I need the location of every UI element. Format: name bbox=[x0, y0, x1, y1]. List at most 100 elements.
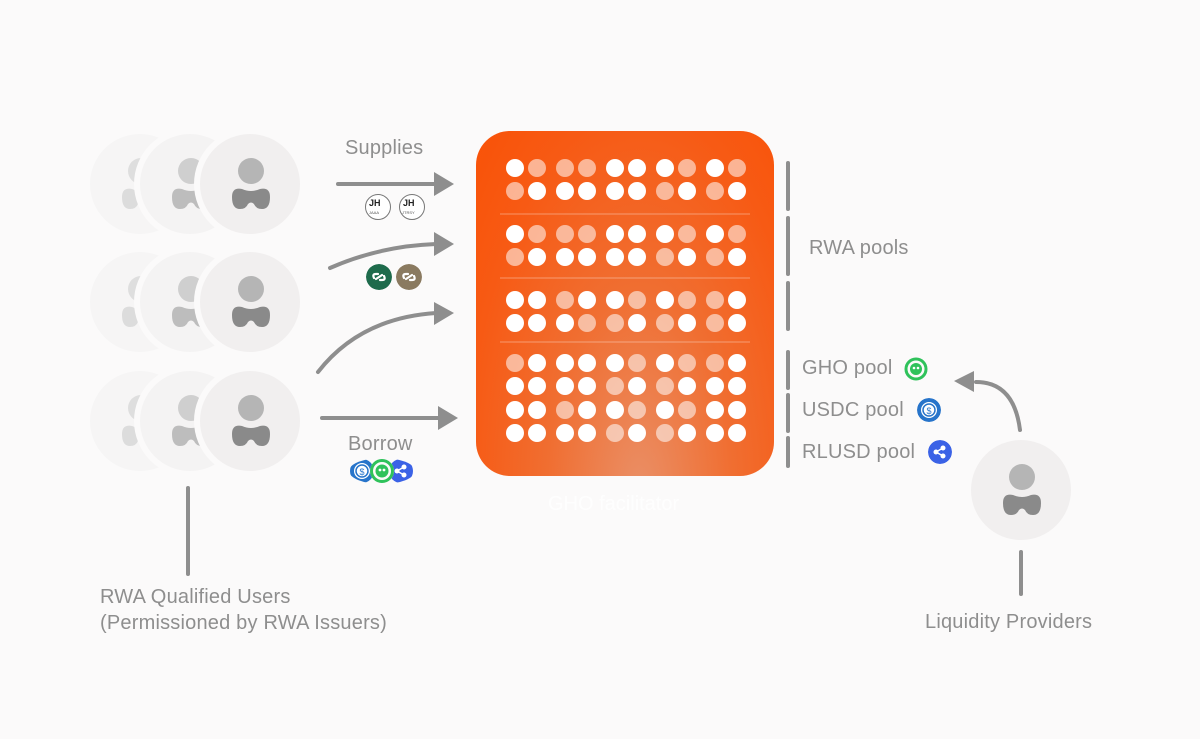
dot-filled bbox=[706, 401, 724, 419]
dot-light bbox=[628, 291, 646, 309]
dot-row bbox=[506, 424, 756, 443]
rwa-users-label-line1: RWA Qualified Users bbox=[100, 586, 291, 608]
dot-filled bbox=[556, 377, 574, 395]
dot-filled bbox=[728, 291, 746, 309]
pool-separator bbox=[500, 341, 750, 343]
dot-light bbox=[628, 354, 646, 372]
dot-filled bbox=[656, 401, 674, 419]
arrowhead-icon bbox=[434, 302, 454, 325]
dot-filled bbox=[506, 401, 524, 419]
dot-filled bbox=[656, 354, 674, 372]
dot-light bbox=[556, 159, 574, 177]
dot-light bbox=[706, 354, 724, 372]
lp-arrowhead-icon bbox=[954, 371, 974, 392]
dot-filled bbox=[628, 182, 646, 200]
pool-separator bbox=[500, 277, 750, 279]
dot-light bbox=[628, 401, 646, 419]
user-head-icon bbox=[178, 395, 204, 421]
dot-filled bbox=[528, 314, 546, 332]
dot-filled bbox=[728, 248, 746, 266]
liquidity-providers-label: Liquidity Providers bbox=[925, 611, 1093, 633]
dot-light bbox=[706, 182, 724, 200]
user-head-icon bbox=[1009, 464, 1035, 490]
dot-filled bbox=[606, 291, 624, 309]
dot-row bbox=[506, 248, 756, 267]
gho-icon bbox=[904, 357, 928, 381]
dot-light bbox=[656, 377, 674, 395]
dot-filled bbox=[606, 248, 624, 266]
dot-filled bbox=[578, 377, 596, 395]
dot-light bbox=[728, 225, 746, 243]
dot-light bbox=[578, 225, 596, 243]
dot-filled bbox=[706, 377, 724, 395]
dot-row bbox=[506, 291, 756, 310]
users-connector-line bbox=[186, 486, 190, 576]
dot-light bbox=[606, 377, 624, 395]
dot-filled bbox=[528, 291, 546, 309]
dot-filled bbox=[606, 354, 624, 372]
gho-facilitator-block bbox=[476, 131, 774, 476]
dot-filled bbox=[556, 354, 574, 372]
dot-filled bbox=[678, 424, 696, 442]
dot-light bbox=[528, 225, 546, 243]
dot-light bbox=[678, 354, 696, 372]
user-body-icon bbox=[1003, 494, 1041, 515]
rwa-pool-bar-2 bbox=[786, 216, 790, 276]
rlusd-pool-label: RLUSD pool bbox=[802, 441, 916, 463]
dot-filled bbox=[578, 401, 596, 419]
dot-light bbox=[656, 424, 674, 442]
rwa-pool-bar-3 bbox=[786, 281, 790, 331]
dot-filled bbox=[656, 291, 674, 309]
dot-filled bbox=[728, 377, 746, 395]
user-head-icon bbox=[178, 276, 204, 302]
dot-filled bbox=[606, 225, 624, 243]
dot-filled bbox=[628, 424, 646, 442]
borrow-tokens: $ bbox=[350, 459, 413, 483]
user-avatar bbox=[200, 371, 300, 471]
dot-filled bbox=[728, 354, 746, 372]
dot-filled bbox=[578, 354, 596, 372]
dot-light bbox=[656, 314, 674, 332]
dot-filled bbox=[606, 159, 624, 177]
rwa-users-label: RWA Qualified Users (Permissioned by RWA… bbox=[100, 584, 387, 636]
dot-filled bbox=[556, 424, 574, 442]
supply-arrow-line-3 bbox=[316, 311, 438, 374]
dot-filled bbox=[528, 424, 546, 442]
dot-row bbox=[506, 377, 756, 396]
user-avatar bbox=[200, 134, 300, 234]
jh-glyph: JH bbox=[369, 198, 381, 208]
dot-filled bbox=[728, 314, 746, 332]
dot-row bbox=[506, 314, 756, 333]
usdc-icon: $ bbox=[350, 459, 374, 483]
dot-filled bbox=[528, 401, 546, 419]
dot-filled bbox=[678, 314, 696, 332]
rwa-pool-bar-1 bbox=[786, 161, 790, 211]
dot-filled bbox=[728, 182, 746, 200]
rwa-users-label-line2: (Permissioned by RWA Issuers) bbox=[100, 612, 387, 634]
dot-filled bbox=[656, 159, 674, 177]
gho-icon bbox=[370, 459, 394, 483]
dot-light bbox=[606, 314, 624, 332]
rwa-pools-label: RWA pools bbox=[809, 237, 909, 259]
user-head-icon bbox=[238, 276, 264, 302]
dot-light bbox=[556, 225, 574, 243]
supplies-arrowhead-icon bbox=[434, 172, 454, 196]
dot-light bbox=[706, 314, 724, 332]
dot-light bbox=[678, 225, 696, 243]
link-token-green-icon bbox=[366, 264, 392, 290]
usdc-pool-label: USDC pool bbox=[802, 399, 904, 421]
borrow-label: Borrow bbox=[348, 433, 413, 455]
dot-filled bbox=[556, 182, 574, 200]
usdc-pool-bar bbox=[786, 393, 790, 433]
dot-filled bbox=[506, 225, 524, 243]
gho-facilitator-label: GHO facilitator bbox=[548, 493, 680, 515]
dot-row bbox=[506, 401, 756, 420]
liquidity-provider-avatar bbox=[971, 440, 1071, 540]
dot-row bbox=[506, 182, 756, 201]
dot-filled bbox=[656, 225, 674, 243]
dot-light bbox=[728, 159, 746, 177]
dot-filled bbox=[706, 424, 724, 442]
link-token-brown-icon bbox=[396, 264, 422, 290]
dot-filled bbox=[506, 424, 524, 442]
